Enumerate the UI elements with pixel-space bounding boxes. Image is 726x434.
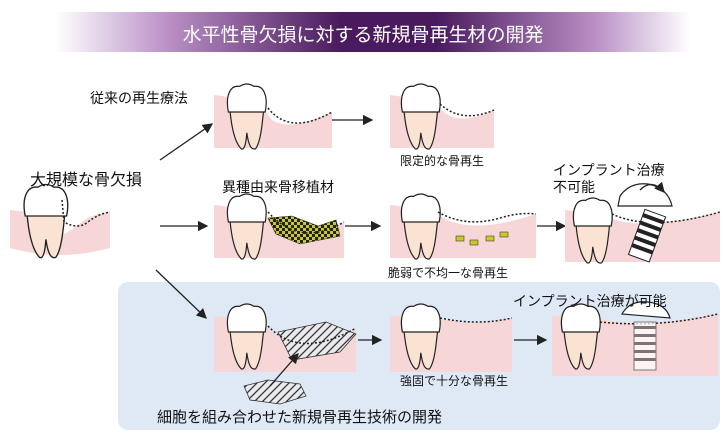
label-new-technology: 細胞を組み合わせた新規骨再生技術の開発 (157, 408, 443, 426)
label-limited: 限定的な骨再生 (400, 154, 485, 168)
label-xenograft: 異種由来骨移植材 (222, 180, 334, 196)
label-implant-impossible-line2: 不可能 (553, 180, 595, 196)
label-implant-impossible-line1: インプラント治療 (553, 163, 665, 179)
label-large-defect: 大規模な骨欠損 (30, 170, 143, 189)
implant-screw-icon (627, 208, 667, 263)
page-title: 水平性骨欠損に対する新規骨再生材の開発 (182, 24, 544, 46)
xenograft-illustration (214, 193, 345, 260)
implant-possible-illustration (552, 301, 719, 376)
label-implant-impossible: インプラント治療 不可能 (553, 163, 665, 197)
title-banner (55, 12, 690, 52)
label-strong: 強固で十分な骨再生 (400, 374, 509, 388)
label-conventional: 従来の再生療法 (90, 91, 188, 107)
conventional-before-illustration (214, 83, 333, 150)
limited-regeneration-illustration (390, 83, 495, 150)
flow-arrows (155, 114, 567, 346)
implant-impossible-illustration (565, 181, 721, 264)
fragile-regeneration-illustration (390, 193, 537, 260)
label-fragile: 脆弱で不均一な骨再生 (388, 266, 509, 280)
strong-regeneration-illustration (390, 303, 513, 372)
large-defect-illustration (10, 183, 111, 259)
label-implant-possible: インプラント治療が可能 (513, 294, 667, 310)
cell-graft-illustration (214, 303, 357, 405)
implant-fixture-icon (633, 321, 657, 371)
